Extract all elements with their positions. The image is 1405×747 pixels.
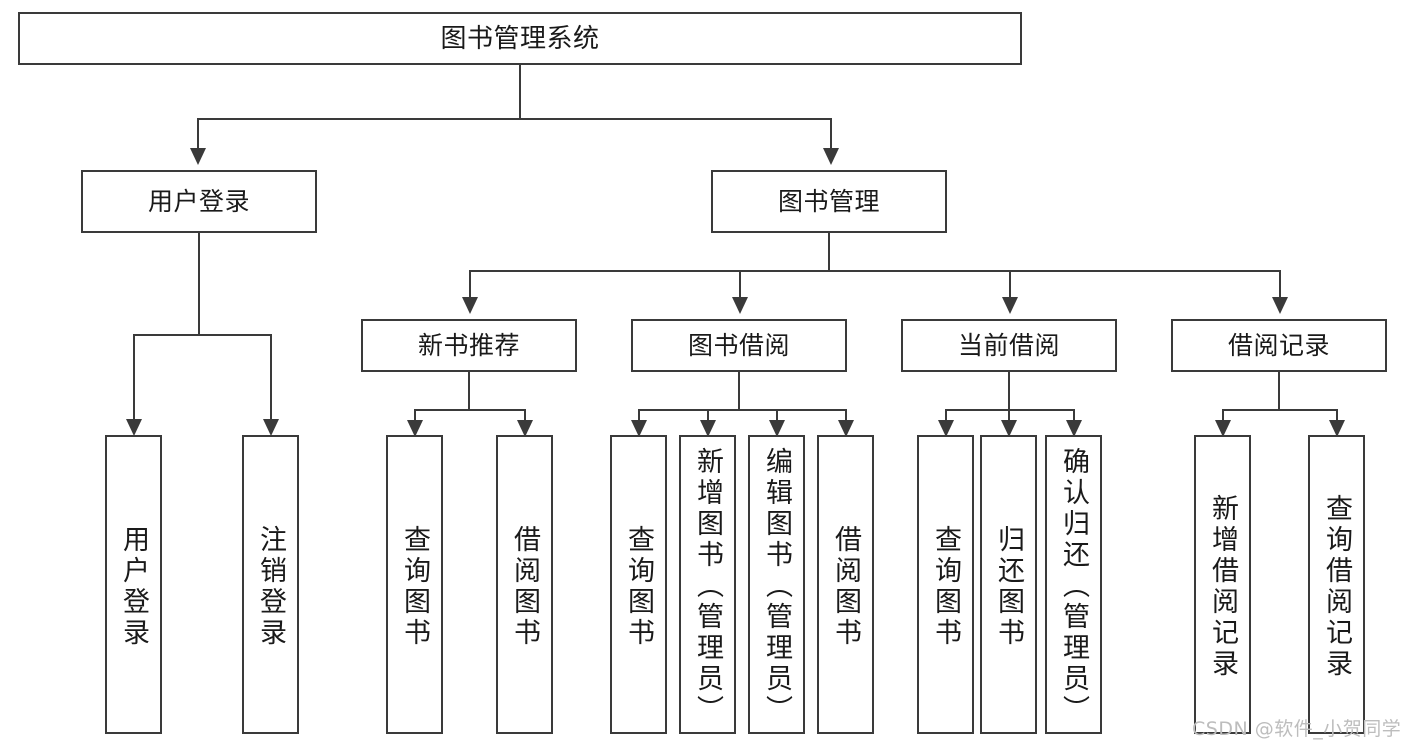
leaf-borrow-record-add-record[interactable]: 新增借阅记录 bbox=[1194, 435, 1251, 734]
connector-borrow-record-bus bbox=[1222, 409, 1336, 411]
arrowhead-current-borrow bbox=[1002, 297, 1018, 314]
leaf-user-login-signout[interactable]: 注销登录 bbox=[242, 435, 299, 734]
node-label: 新增借阅记录 bbox=[1207, 493, 1238, 680]
node-label: 当前借阅 bbox=[957, 331, 1060, 360]
connector-to-borrow-record bbox=[1279, 270, 1281, 297]
connector-borrow-record-child-2 bbox=[1336, 409, 1338, 420]
arrowhead-book-borrow-child-4 bbox=[838, 420, 854, 437]
node-book-borrow[interactable]: 图书借阅 bbox=[631, 319, 847, 372]
connector-book-mgmt-stem bbox=[828, 233, 830, 270]
arrowhead-new-book-child-2 bbox=[517, 420, 533, 437]
leaf-book-borrow-query-books[interactable]: 查询图书 bbox=[610, 435, 667, 734]
node-label: 用户登录 bbox=[147, 187, 250, 216]
connector-book-borrow-child-3 bbox=[776, 409, 778, 420]
connector-new-book-child-2 bbox=[524, 409, 526, 420]
connector-to-new-book bbox=[469, 270, 471, 297]
connector-to-current-borrow bbox=[1009, 270, 1011, 297]
arrowhead-book-mgmt bbox=[823, 148, 839, 165]
arrowhead-book-borrow-child-1 bbox=[631, 420, 647, 437]
arrowhead-current-borrow-child-2 bbox=[1001, 420, 1017, 437]
connector-book-borrow-child-1 bbox=[638, 409, 640, 420]
arrowhead-user-login bbox=[190, 148, 206, 165]
connector-to-book-borrow bbox=[739, 270, 741, 297]
arrowhead-new-book bbox=[462, 297, 478, 314]
connector-current-borrow-child-3 bbox=[1073, 409, 1075, 420]
node-label: 归还图书 bbox=[993, 524, 1024, 649]
connector-book-borrow-bus bbox=[638, 409, 845, 411]
node-label: 新增图书（管理员） bbox=[692, 447, 723, 726]
connector-borrow-record-child-1 bbox=[1222, 409, 1224, 420]
leaf-book-borrow-add-book[interactable]: 新增图书（管理员） bbox=[679, 435, 736, 734]
connector-user-login-bus bbox=[133, 334, 271, 336]
leaf-current-borrow-confirm-return[interactable]: 确认归还（管理员） bbox=[1045, 435, 1102, 734]
leaf-current-borrow-return-books[interactable]: 归还图书 bbox=[980, 435, 1037, 734]
arrowhead-borrow-record-child-2 bbox=[1329, 420, 1345, 437]
connector-new-book-child-1 bbox=[414, 409, 416, 420]
node-book-management[interactable]: 图书管理 bbox=[711, 170, 947, 233]
node-label: 图书管理 bbox=[777, 187, 880, 216]
node-label: 借阅图书 bbox=[509, 524, 540, 649]
node-label: 编辑图书（管理员） bbox=[761, 447, 792, 726]
node-label: 图书借阅 bbox=[687, 331, 790, 360]
node-root-system[interactable]: 图书管理系统 bbox=[18, 12, 1022, 65]
connector-root-stem bbox=[519, 65, 521, 118]
arrowhead-current-borrow-child-1 bbox=[938, 420, 954, 437]
connector-current-borrow-child-2 bbox=[1008, 409, 1010, 420]
arrowhead-book-borrow bbox=[732, 297, 748, 314]
node-label: 查询图书 bbox=[930, 524, 961, 649]
node-label: 借阅图书 bbox=[830, 524, 861, 649]
arrowhead-borrow-record-child-1 bbox=[1215, 420, 1231, 437]
node-current-borrow[interactable]: 当前借阅 bbox=[901, 319, 1117, 372]
node-label: 新书推荐 bbox=[417, 331, 520, 360]
arrowhead-borrow-record bbox=[1272, 297, 1288, 314]
node-label: 用户登录 bbox=[118, 524, 149, 649]
connector-book-borrow-child-4 bbox=[845, 409, 847, 420]
node-label: 查询图书 bbox=[399, 524, 430, 649]
connector-to-book-mgmt bbox=[830, 118, 832, 148]
connector-book-borrow-stem bbox=[738, 372, 740, 409]
arrowhead-book-borrow-child-2 bbox=[700, 420, 716, 437]
arrowhead-book-borrow-child-3 bbox=[769, 420, 785, 437]
node-label: 查询借阅记录 bbox=[1321, 493, 1352, 680]
node-label: 图书管理系统 bbox=[440, 23, 600, 54]
leaf-user-login-signin[interactable]: 用户登录 bbox=[105, 435, 162, 734]
arrowhead-current-borrow-child-3 bbox=[1066, 420, 1082, 437]
connector-book-borrow-child-2 bbox=[707, 409, 709, 420]
arrowhead-new-book-child-1 bbox=[407, 420, 423, 437]
node-label: 确认归还（管理员） bbox=[1058, 447, 1089, 726]
node-label: 查询图书 bbox=[623, 524, 654, 649]
connector-user-login-child-1 bbox=[133, 334, 135, 419]
connector-new-book-bus bbox=[414, 409, 524, 411]
connector-new-book-stem bbox=[468, 372, 470, 409]
connector-level2-bus bbox=[197, 118, 831, 120]
node-user-login[interactable]: 用户登录 bbox=[81, 170, 317, 233]
connector-user-login-child-2 bbox=[270, 334, 272, 419]
connector-level3-bus bbox=[469, 270, 1279, 272]
node-label: 借阅记录 bbox=[1227, 331, 1330, 360]
csdn-watermark: CSDN @软件_小贺同学 bbox=[1192, 718, 1402, 740]
connector-borrow-record-stem bbox=[1278, 372, 1280, 409]
leaf-new-book-query-books[interactable]: 查询图书 bbox=[386, 435, 443, 734]
connector-user-login-stem bbox=[198, 233, 200, 334]
connector-current-borrow-child-1 bbox=[945, 409, 947, 420]
connector-current-borrow-stem bbox=[1008, 372, 1010, 409]
node-borrow-record[interactable]: 借阅记录 bbox=[1171, 319, 1387, 372]
connector-to-user-login bbox=[197, 118, 199, 148]
leaf-book-borrow-edit-book[interactable]: 编辑图书（管理员） bbox=[748, 435, 805, 734]
leaf-new-book-borrow-books[interactable]: 借阅图书 bbox=[496, 435, 553, 734]
leaf-current-borrow-query-books[interactable]: 查询图书 bbox=[917, 435, 974, 734]
arrowhead-user-login-child-2 bbox=[263, 419, 279, 436]
arrowhead-user-login-child-1 bbox=[126, 419, 142, 436]
node-new-book-recommend[interactable]: 新书推荐 bbox=[361, 319, 577, 372]
leaf-book-borrow-borrow-books[interactable]: 借阅图书 bbox=[817, 435, 874, 734]
leaf-borrow-record-query-record[interactable]: 查询借阅记录 bbox=[1308, 435, 1365, 734]
node-label: 注销登录 bbox=[255, 524, 286, 649]
